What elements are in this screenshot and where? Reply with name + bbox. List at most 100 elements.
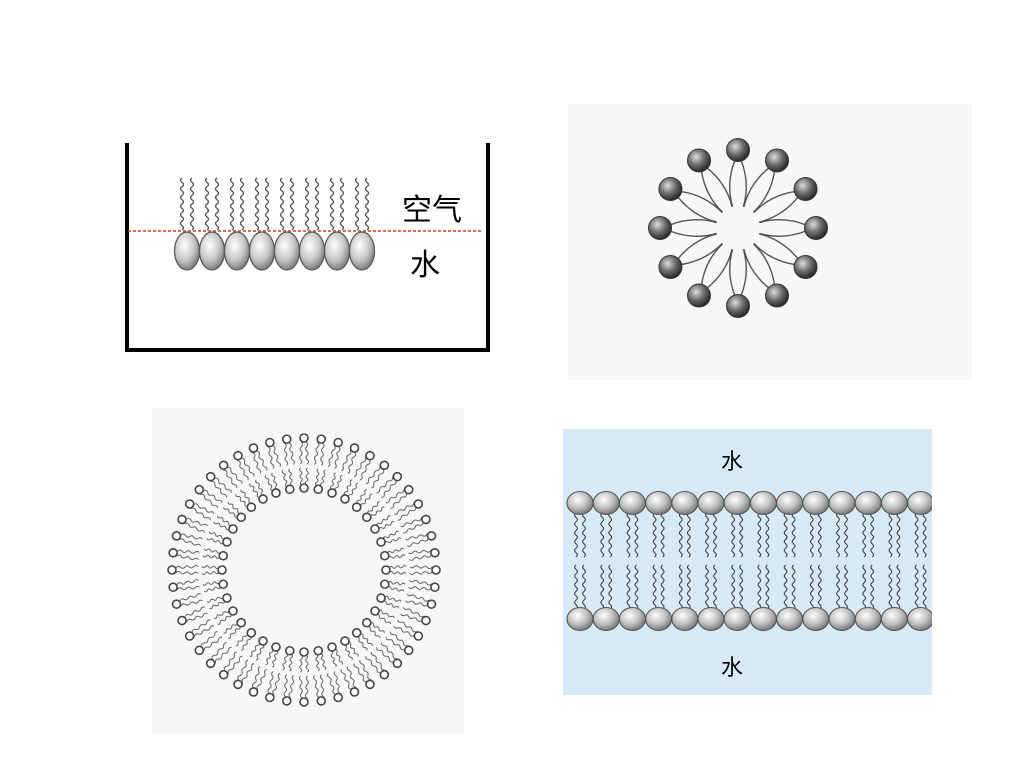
lipid-head (880, 606, 908, 632)
lipid-head (258, 636, 268, 646)
micelle-molecule (759, 216, 828, 240)
lipid-head (723, 490, 751, 516)
lipid-tail (188, 619, 211, 635)
liposome-inner-molecule (235, 628, 257, 651)
lipid-tail (359, 456, 373, 481)
liposome-molecules (167, 433, 441, 707)
lipid-head (284, 645, 295, 656)
lipid-head (248, 687, 259, 697)
lipid-head (403, 484, 414, 495)
liposome-outer-molecule (299, 433, 310, 465)
lipid-tail (365, 463, 383, 485)
micelle-molecule (648, 216, 717, 240)
liposome-outer-molecule (205, 642, 232, 669)
lipid-tail (844, 512, 848, 558)
lipid-tail (706, 249, 733, 289)
lipid-tail (922, 564, 927, 610)
lipid-tail (783, 564, 788, 610)
lipid-tail (239, 177, 245, 231)
liposome-outer-molecule (218, 460, 243, 488)
liposome-outer-molecule (408, 579, 440, 593)
lipid-head (248, 231, 276, 271)
lipid-tail (340, 669, 354, 693)
lipid-head (749, 606, 777, 632)
lipid-tail (326, 673, 338, 699)
lipid-head (299, 697, 309, 707)
liposome-inner-molecule (202, 548, 229, 561)
lipid-head (765, 283, 789, 308)
liposome-outer-molecule (405, 531, 437, 548)
lipid-tail (182, 612, 208, 624)
lipid-head (804, 216, 828, 240)
lipid-head (379, 460, 390, 471)
monolayer-molecule (298, 177, 326, 271)
lipid-tail (700, 170, 724, 213)
lipid-head (327, 642, 337, 652)
lipid-head (426, 599, 437, 609)
lipid-tail (339, 177, 345, 231)
bilayer-top-molecule (880, 490, 908, 558)
lipid-tail (365, 656, 384, 677)
lipid-tail (385, 637, 408, 653)
monolayer-molecule (223, 177, 251, 271)
lipid-tail (327, 441, 337, 468)
monolayer-molecule (173, 177, 201, 271)
liposome-outer-molecule (177, 606, 208, 626)
liposome-inner-molecule (281, 468, 295, 495)
lipid-head (365, 450, 375, 461)
lipid-head (205, 658, 216, 669)
lipid-head (194, 645, 205, 656)
lipid-tail (221, 651, 237, 674)
bilayer-molecules (566, 490, 932, 632)
liposome-outer-molecule (386, 484, 414, 509)
lipid-head (198, 231, 226, 271)
lipid-tail (364, 177, 370, 231)
lipid-head (671, 606, 699, 632)
lipid-head (284, 484, 295, 495)
micelle-diagram (568, 104, 972, 380)
lipid-tail (176, 533, 203, 540)
liposome-inner-molecule (362, 617, 385, 639)
water-label: 水 (410, 248, 440, 283)
lipid-tail (172, 579, 199, 587)
liposome-outer-molecule (233, 659, 255, 690)
lipid-head (658, 177, 683, 201)
lipid-tail (359, 659, 373, 684)
lipid-tail (200, 636, 222, 653)
bilayer-bottom-molecule (566, 564, 594, 632)
lipid-tail (270, 441, 282, 467)
lipid-tail (353, 663, 369, 686)
liposome-outer-molecule (265, 437, 282, 469)
lipid-tail (371, 466, 387, 489)
lipid-tail (753, 190, 796, 214)
liposome-outer-molecule (184, 619, 215, 641)
lipid-tail (574, 512, 578, 558)
liposome-outer-molecule (265, 671, 281, 703)
lipid-tail (600, 564, 605, 610)
lipid-tail (347, 448, 357, 474)
lipid-head (592, 490, 620, 516)
liposome-inner-molecule (340, 636, 359, 661)
lipid-tail (686, 564, 691, 610)
lipid-tail (314, 177, 320, 231)
lipid-tail (836, 512, 840, 558)
lipid-head (854, 490, 882, 516)
liposome-inner-molecule (249, 636, 268, 661)
liposome-outer-molecule (194, 631, 222, 656)
lipid-tail (678, 564, 683, 610)
lipid-tail (254, 177, 260, 231)
lipid-head (802, 606, 830, 632)
lipid-tail (380, 642, 400, 662)
lipid-head (177, 514, 187, 525)
lipid-head (298, 231, 326, 271)
lipid-head (379, 550, 390, 561)
liposome-outer-molecule (341, 443, 360, 474)
lipid-tail (409, 565, 437, 569)
lipid-head (658, 255, 683, 279)
liposome-outer-molecule (171, 592, 203, 609)
liposome-inner-molecule (223, 501, 246, 523)
liposome-inner-molecule (327, 642, 344, 668)
lipid-tail (175, 537, 202, 547)
lipid-head (171, 531, 182, 541)
lipid-tail (299, 437, 303, 465)
